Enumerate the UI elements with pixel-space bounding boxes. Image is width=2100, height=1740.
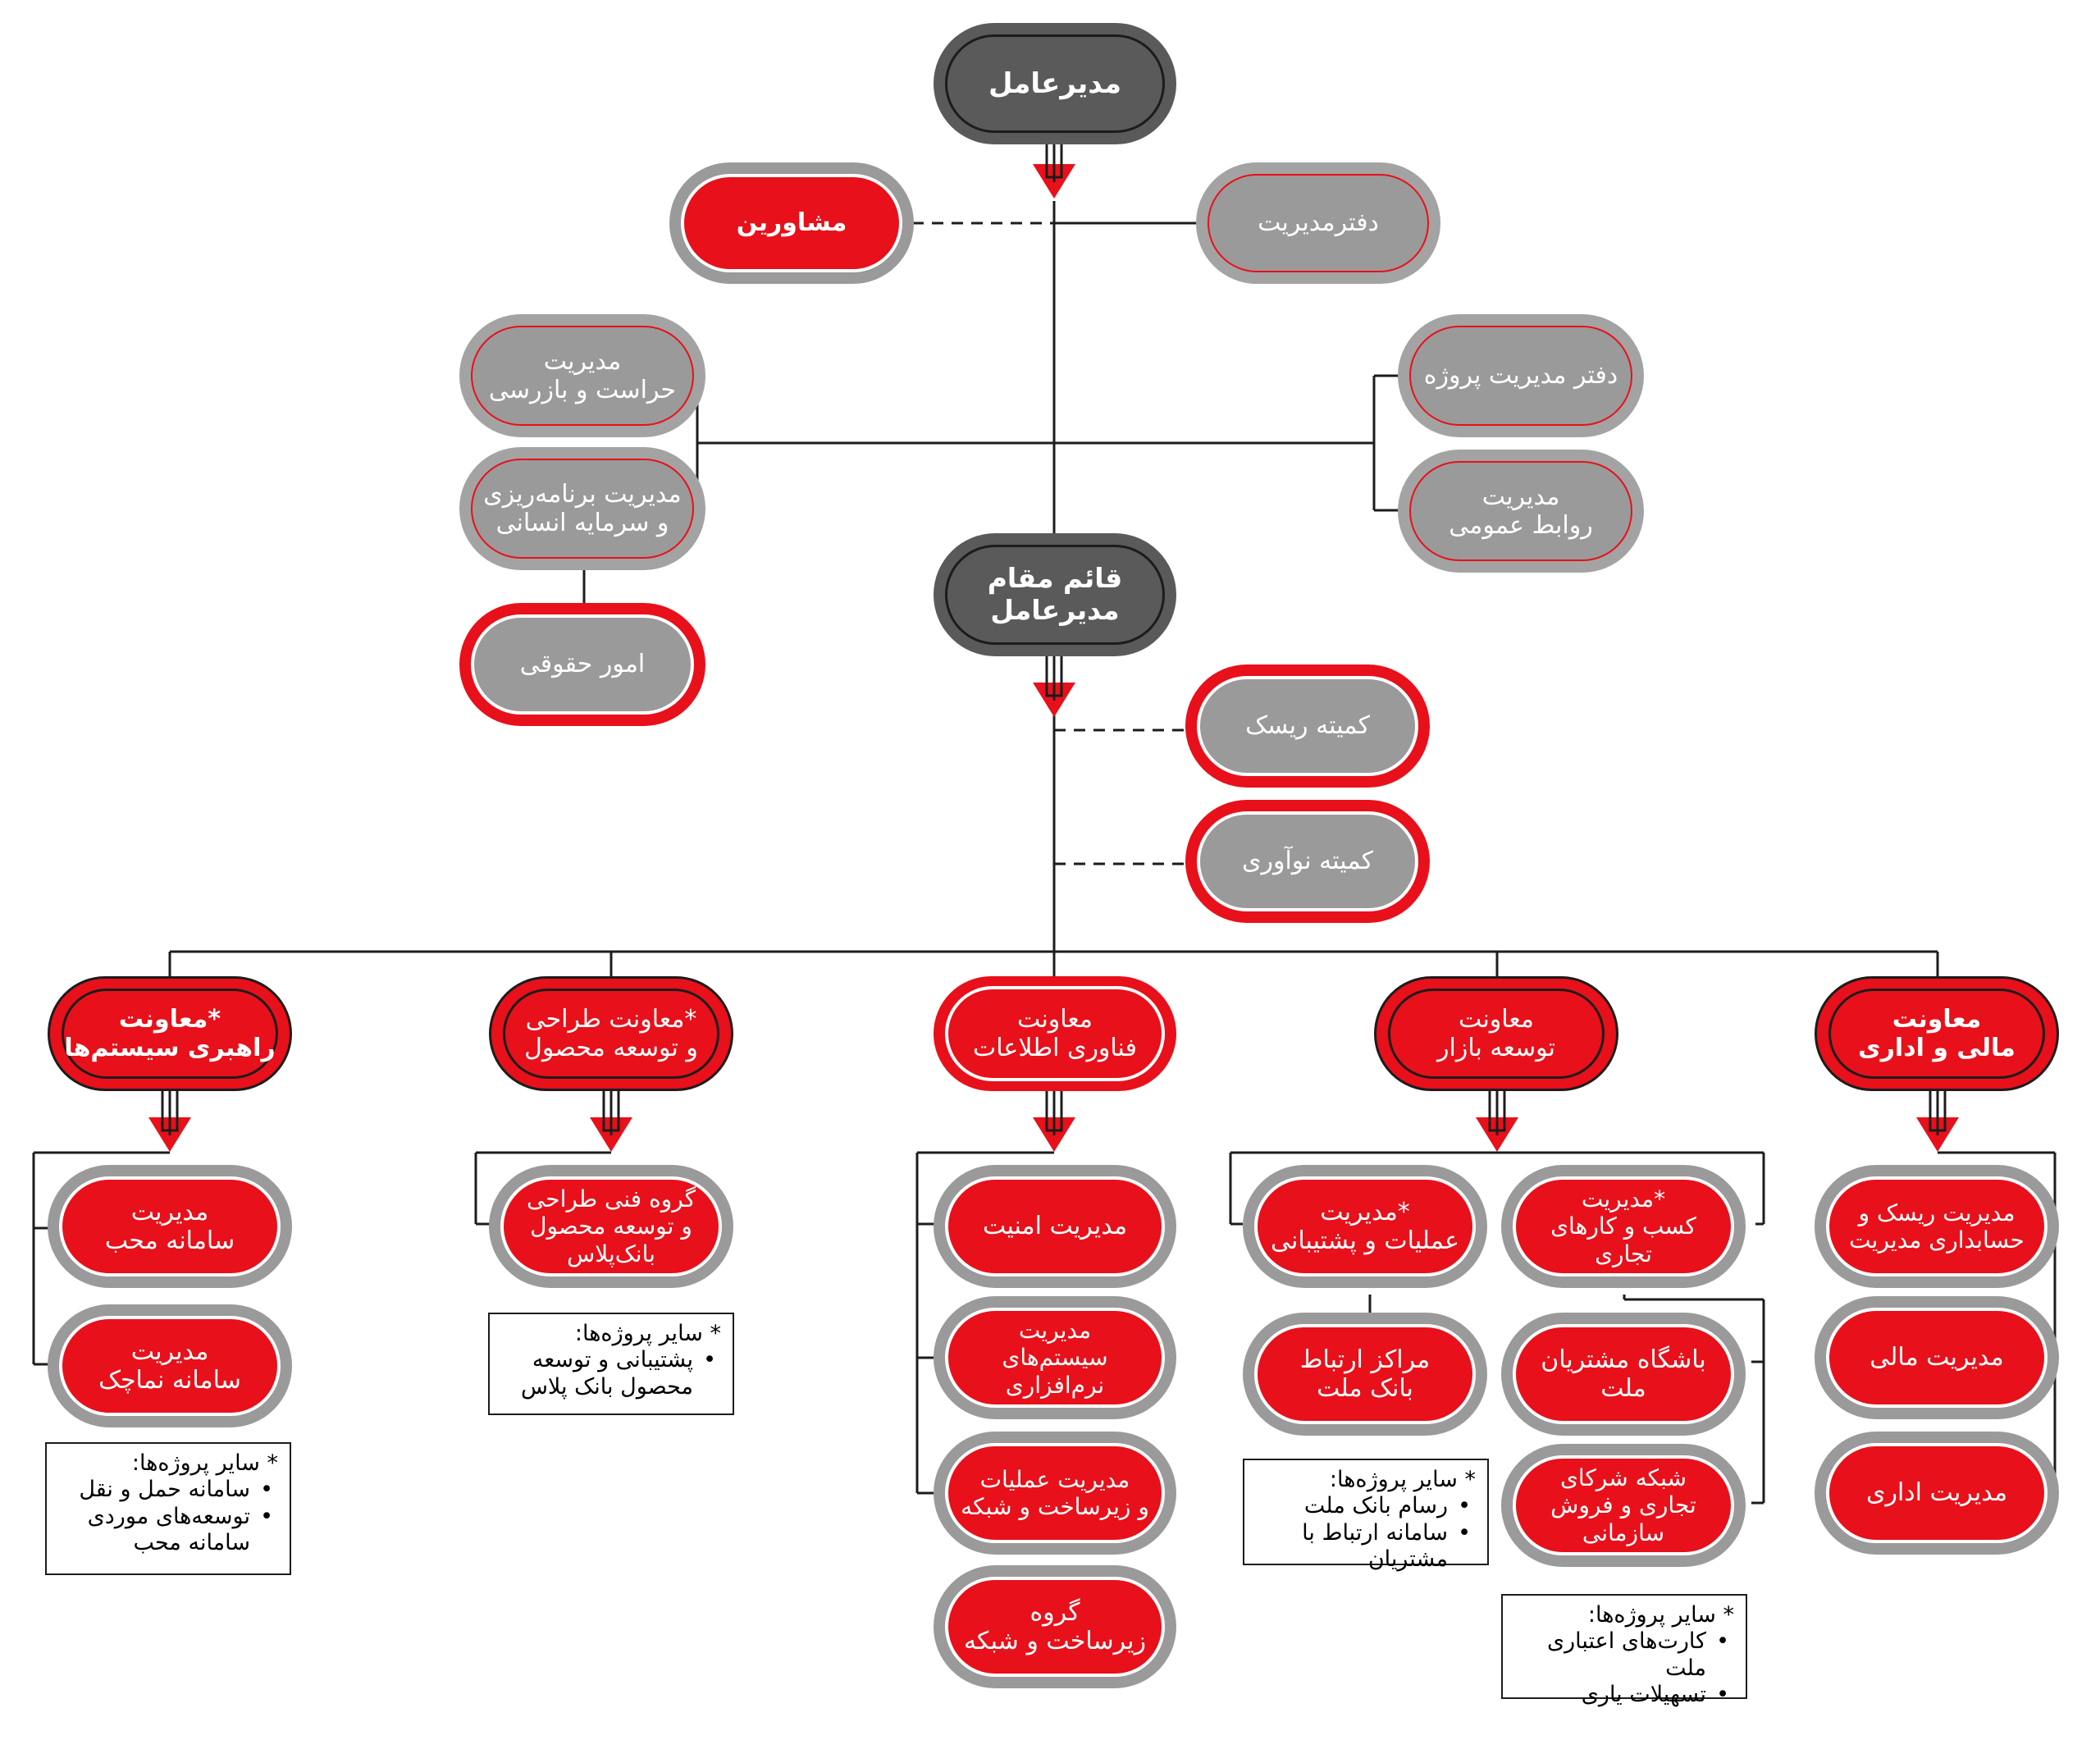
node-mohebb-system: مدیریت سامانه محب [48, 1165, 292, 1288]
node-advisors-label: مشاورین [736, 208, 847, 238]
note-product-title: * سایر پروژه‌ها: [574, 1321, 721, 1346]
node-mellat-contact-centers: مراکز ارتباط بانک ملت [1243, 1313, 1487, 1436]
node-planning-human-capital: مدیریت برنامه‌ریزی و سرمایه انسانی [459, 447, 705, 570]
node-risk-committee: کمیته ریسک [1185, 664, 1430, 788]
note-systems-projects: * سایر پروژه‌ها: سامانه حمل و نقل توسعه‌… [45, 1442, 291, 1575]
node-deputy-ceo: قائم مقام مدیرعامل [934, 533, 1176, 656]
note-systems-item: سامانه حمل و نقل [58, 1477, 273, 1504]
node-vp-product-design-label: *معاونت طراحی و توسعه محصول [524, 1004, 698, 1062]
node-risk-committee-label: کمیته ریسک [1245, 711, 1370, 741]
node-security-inspection-label: مدیریت حراست و بازرسی [488, 346, 677, 404]
note-operations-item: سامانه ارتباط با مشتریان [1256, 1520, 1471, 1573]
node-management-office: دفترمدیریت [1196, 162, 1440, 284]
node-vp-market-development-label: معاونت توسعه بازار [1437, 1004, 1555, 1062]
node-vp-product-design: *معاونت طراحی و توسعه محصول [489, 976, 733, 1091]
node-trade-sales-network-label: شبکه شرکای تجاری و فروش سازمانی [1550, 1464, 1696, 1546]
node-administrative-management-label: مدیریت اداری [1865, 1478, 2008, 1508]
down-arrow-icon [1916, 1083, 1959, 1152]
note-business-projects: * سایر پروژه‌ها: کارت‌های اعتباری ملت تس… [1501, 1594, 1747, 1709]
note-product-item: پشتیبانی و توسعه محصول بانک پلاس [501, 1347, 716, 1400]
node-advisors: مشاورین [669, 162, 914, 284]
node-namachek-system-label: مدیریت سامانه نماچک [98, 1336, 241, 1395]
node-security-management: مدیریت امنیت [934, 1165, 1176, 1288]
node-management-office-label: دفترمدیریت [1258, 208, 1379, 238]
node-project-management-office: دفتر مدیریت پروژه [1398, 314, 1644, 437]
node-mohebb-system-label: مدیریت سامانه محب [104, 1197, 235, 1255]
node-administrative-management: مدیریت اداری [1815, 1432, 2059, 1555]
node-tech-group-bank-plus-label: گروه فنی طراحی و توسعه محصول بانک‌پلاس [526, 1185, 696, 1267]
down-arrow-icon [590, 1083, 632, 1152]
node-vp-it: معاونت فناوری اطلاعات [934, 976, 1176, 1091]
node-financial-management: مدیریت مالی [1815, 1296, 2059, 1419]
node-trade-sales-network: شبکه شرکای تجاری و فروش سازمانی [1501, 1444, 1746, 1567]
node-mellat-contact-centers-label: مراکز ارتباط بانک ملت [1299, 1345, 1431, 1403]
node-risk-accounting: مدیریت ریسک و حسابداری مدیریت [1815, 1165, 2059, 1288]
node-operations-infrastructure-label: مدیریت عملیات و زیرساخت و شبکه [961, 1465, 1149, 1520]
node-security-management-label: مدیریت امنیت [982, 1212, 1128, 1241]
node-operations-support: *مدیریت عملیات و پشتیبانی [1243, 1165, 1487, 1288]
note-operations-title: * سایر پروژه‌ها: [1329, 1467, 1476, 1492]
node-ceo: مدیرعامل [934, 23, 1176, 144]
node-operations-support-label: *مدیریت عملیات و پشتیبانی [1271, 1197, 1459, 1255]
node-vp-market-development: معاونت توسعه بازار [1374, 976, 1618, 1091]
node-financial-management-label: مدیریت مالی [1869, 1343, 2004, 1372]
node-business: *مدیریت کسب و کارهای تجاری [1501, 1165, 1746, 1288]
node-legal-affairs-label: امور حقوقی [519, 650, 646, 679]
node-vp-finance-admin-label: معاونت مالی و اداری [1858, 1004, 2016, 1062]
node-mellat-customers-club-label: باشگاه مشتریان ملت [1541, 1345, 1706, 1403]
node-vp-systems-leadership-label: *معاونت راهبری سیستم‌ها [64, 1004, 276, 1062]
node-legal-affairs: امور حقوقی [459, 603, 705, 726]
node-business-label: *مدیریت کسب و کارهای تجاری [1550, 1185, 1696, 1267]
node-software-systems-label: مدیریت سیستم‌های نرم‌افزاری [1002, 1317, 1108, 1399]
note-business-item: تسهیلات یاری [1514, 1682, 1729, 1709]
down-arrow-icon [1033, 648, 1075, 717]
note-product-projects: * سایر پروژه‌ها: پشتیبانی و توسعه محصول … [488, 1313, 734, 1415]
node-namachek-system: مدیریت سامانه نماچک [48, 1304, 292, 1427]
note-business-title: * سایر پروژه‌ها: [1587, 1602, 1734, 1628]
note-business-item: کارت‌های اعتباری ملت [1514, 1628, 1729, 1682]
down-arrow-icon [1476, 1083, 1518, 1152]
node-public-relations: مدیریت روابط عمومی [1398, 450, 1644, 573]
note-operations-projects: * سایر پروژه‌ها: رسام بانک ملت سامانه ار… [1243, 1459, 1489, 1572]
node-project-management-office-label: دفتر مدیریت پروژه [1423, 361, 1618, 390]
down-arrow-icon [148, 1083, 191, 1152]
note-systems-title: * سایر پروژه‌ها: [131, 1450, 278, 1476]
node-innovation-committee: کمیته نوآوری [1185, 800, 1430, 923]
note-systems-item: توسعه‌های موردی سامانه محب [58, 1504, 273, 1557]
node-deputy-ceo-label: قائم مقام مدیرعامل [987, 562, 1123, 626]
down-arrow-icon [1033, 1083, 1075, 1152]
node-security-inspection: مدیریت حراست و بازرسی [459, 314, 705, 437]
node-vp-systems-leadership: *معاونت راهبری سیستم‌ها [48, 976, 292, 1091]
node-risk-accounting-label: مدیریت ریسک و حسابداری مدیریت [1849, 1199, 2025, 1254]
node-mellat-customers-club: باشگاه مشتریان ملت [1501, 1313, 1746, 1436]
node-vp-it-label: معاونت فناوری اطلاعات [973, 1004, 1137, 1062]
note-operations-item: رسام بانک ملت [1256, 1493, 1471, 1520]
node-infrastructure-network-group-label: گروه زیرساخت و شبکه [963, 1597, 1147, 1656]
node-tech-group-bank-plus: گروه فنی طراحی و توسعه محصول بانک‌پلاس [489, 1165, 733, 1288]
node-ceo-label: مدیرعامل [988, 66, 1121, 100]
node-innovation-committee-label: کمیته نوآوری [1242, 847, 1373, 876]
node-public-relations-label: مدیریت روابط عمومی [1449, 482, 1593, 540]
node-planning-human-capital-label: مدیریت برنامه‌ریزی و سرمایه انسانی [483, 479, 682, 537]
node-operations-infrastructure: مدیریت عملیات و زیرساخت و شبکه [934, 1432, 1176, 1555]
node-software-systems: مدیریت سیستم‌های نرم‌افزاری [934, 1296, 1176, 1419]
node-vp-finance-admin: معاونت مالی و اداری [1815, 976, 2059, 1091]
node-infrastructure-network-group: گروه زیرساخت و شبکه [934, 1565, 1176, 1688]
